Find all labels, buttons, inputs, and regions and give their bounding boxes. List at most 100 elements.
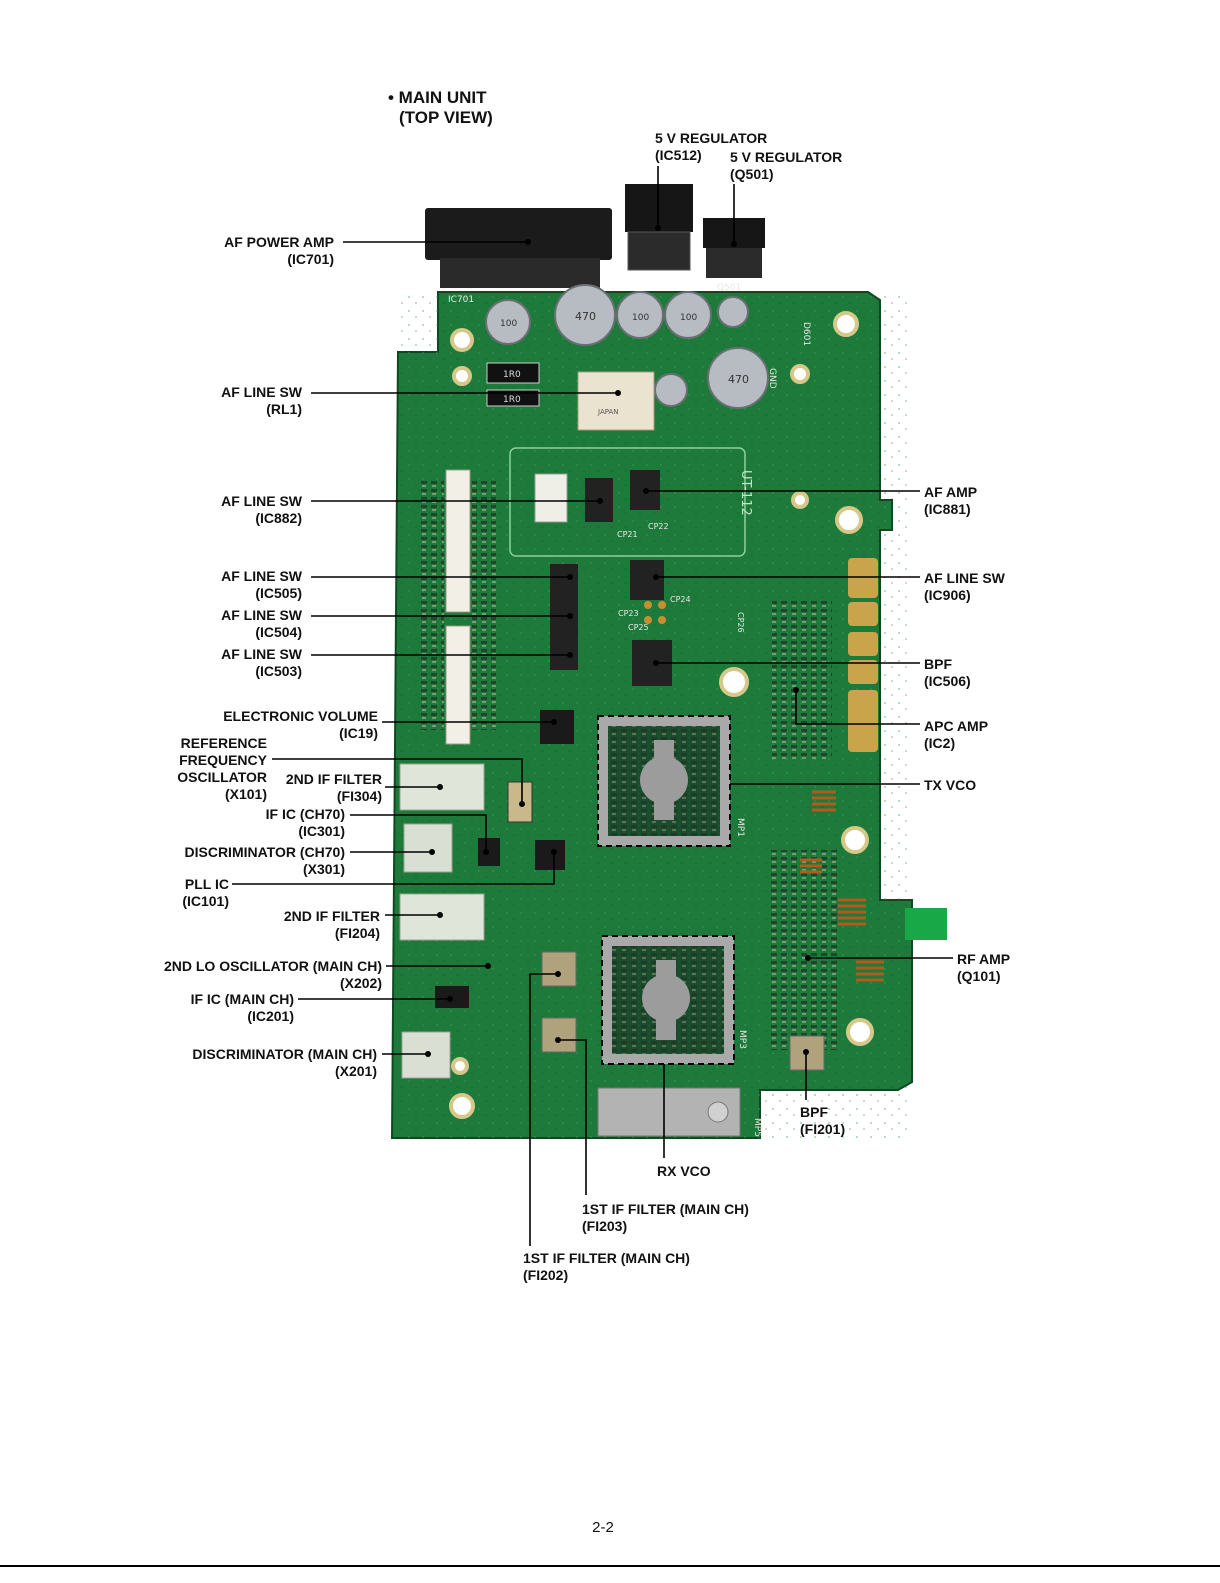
label-pll-ic-ic101: PLL IC (IC101) bbox=[182, 876, 229, 910]
page-number: 2-2 bbox=[592, 1519, 614, 1536]
label-bpf-fi201: BPF (FI201) bbox=[800, 1104, 845, 1138]
label-ref: (IC19) bbox=[339, 725, 378, 741]
label-2nd-if-filter-fi304: 2ND IF FILTER (FI304) bbox=[286, 771, 382, 805]
label-name: APC AMP bbox=[924, 718, 989, 734]
silkscreen-cp22: CP22 bbox=[648, 522, 669, 531]
silkscreen-q501: Q501 bbox=[717, 283, 741, 293]
leader-x101 bbox=[272, 758, 523, 804]
flex-connector-lower bbox=[445, 625, 471, 745]
label-2nd-if-filter-fi204: 2ND IF FILTER (FI204) bbox=[284, 908, 380, 942]
leader-ic301 bbox=[350, 814, 487, 852]
cap-marking: 100 bbox=[680, 313, 697, 323]
filter-fi202-part bbox=[541, 1017, 577, 1053]
label-name: AF LINE SW bbox=[221, 493, 302, 509]
label-name: OSCILLATOR bbox=[177, 769, 267, 785]
label-ref: (Q101) bbox=[957, 968, 1001, 984]
label-af-line-sw-ic505: AF LINE SW (IC505) bbox=[221, 568, 302, 602]
label-if-ic-main-ch-ic201: IF IC (MAIN CH) (IC201) bbox=[191, 991, 294, 1025]
label-name: AF LINE SW bbox=[924, 570, 1005, 586]
label-ref: (IC503) bbox=[255, 663, 302, 679]
label-name: AF POWER AMP bbox=[224, 234, 334, 250]
label-name: 2ND IF FILTER bbox=[283, 908, 380, 924]
leader-ic101 bbox=[232, 852, 555, 885]
bottom-rule bbox=[0, 1565, 1220, 1567]
regulator-ic512-part bbox=[625, 184, 693, 232]
label-name: 2ND LO OSCILLATOR (MAIN CH) bbox=[163, 958, 382, 974]
label-name: REFERENCE bbox=[180, 735, 267, 751]
cap-marking: 100 bbox=[500, 319, 517, 329]
cap-marking: 470 bbox=[728, 373, 749, 386]
resistor-marking: 1R0 bbox=[503, 395, 521, 405]
label-name: AF LINE SW bbox=[221, 384, 302, 400]
label-name: TX VCO bbox=[924, 777, 977, 793]
label-name: DISCRIMINATOR (CH70) bbox=[184, 844, 346, 860]
leader-ic2 bbox=[795, 690, 920, 725]
flex-connector-upper bbox=[445, 469, 471, 613]
silkscreen-ut112: UT-112 bbox=[738, 470, 753, 516]
label-ref: (FI304) bbox=[336, 788, 382, 804]
discriminator-x301-part bbox=[403, 823, 453, 873]
label-af-line-sw-rl1: AF LINE SW (RL1) bbox=[221, 384, 302, 418]
cap-marking: 470 bbox=[575, 310, 596, 323]
leader-lines bbox=[232, 166, 953, 1246]
silkscreen-mp3: MP3 bbox=[737, 1030, 747, 1049]
label-2nd-lo-oscillator-x202: 2ND LO OSCILLATOR (MAIN CH) (X202) bbox=[164, 958, 382, 992]
label-apc-amp-ic2: APC AMP (IC2) bbox=[924, 718, 988, 752]
label-name: 1ST IF FILTER (MAIN CH) bbox=[582, 1201, 749, 1217]
label-ref: (IC512) bbox=[655, 147, 702, 163]
label-af-line-sw-ic504: AF LINE SW (IC504) bbox=[221, 607, 302, 641]
title-line-2: (TOP VIEW) bbox=[399, 108, 493, 127]
label-5v-regulator-q501: 5 V REGULATOR (Q501) bbox=[730, 149, 842, 183]
label-ref: (IC505) bbox=[255, 585, 302, 601]
label-ref: (IC906) bbox=[924, 587, 971, 603]
label-ref: (IC301) bbox=[298, 823, 345, 839]
silkscreen-mp1: MP1 bbox=[735, 818, 745, 837]
silkscreen-d601: D601 bbox=[801, 322, 811, 346]
resistor-marking: 1R0 bbox=[503, 370, 521, 380]
label-ref: (FI204) bbox=[334, 925, 380, 941]
page-title: • MAIN UNIT (TOP VIEW) bbox=[388, 88, 493, 128]
silkscreen-cp25: CP25 bbox=[628, 623, 649, 632]
label-ref: (X301) bbox=[302, 861, 345, 877]
af-power-amp-ic701-part bbox=[425, 208, 612, 260]
label-ref: (IC881) bbox=[924, 501, 971, 517]
label-name: FREQUENCY bbox=[179, 752, 267, 768]
label-bpf-ic506: BPF (IC506) bbox=[924, 656, 971, 690]
label-rx-vco: RX VCO bbox=[657, 1163, 711, 1180]
label-name: 2ND IF FILTER bbox=[285, 771, 382, 787]
title-line-1: • MAIN UNIT bbox=[388, 88, 487, 107]
relay-marking: JAPAN bbox=[597, 408, 619, 416]
label-1st-if-filter-fi202: 1ST IF FILTER (MAIN CH) (FI202) bbox=[523, 1250, 690, 1284]
label-electronic-volume-ic19: ELECTRONIC VOLUME (IC19) bbox=[223, 708, 378, 742]
label-name: ELECTRONIC VOLUME bbox=[223, 708, 378, 724]
label-ref: (IC701) bbox=[287, 251, 334, 267]
label-name: AF LINE SW bbox=[221, 646, 302, 662]
label-ref: (X101) bbox=[224, 786, 267, 802]
leader-dots bbox=[425, 225, 811, 1057]
label-ref: (FI203) bbox=[582, 1218, 628, 1234]
label-reference-frequency-oscillator-x101: REFERENCE FREQUENCY OSCILLATOR (X101) bbox=[177, 735, 267, 803]
silkscreen-mp5: MP5 bbox=[752, 1118, 762, 1137]
label-5v-regulator-ic512: 5 V REGULATOR (IC512) bbox=[655, 130, 767, 164]
label-ref: (IC882) bbox=[255, 510, 302, 526]
label-discriminator-ch70-x301: DISCRIMINATOR (CH70) (X301) bbox=[185, 844, 346, 878]
label-name: 5 V REGULATOR bbox=[655, 130, 768, 146]
ut112-outline bbox=[509, 447, 746, 557]
cap-marking: 100 bbox=[632, 313, 649, 323]
label-ref: (X202) bbox=[339, 975, 382, 991]
silkscreen-cp26: CP26 bbox=[736, 612, 745, 633]
mounting-holes bbox=[449, 311, 874, 1119]
label-name: PLL IC bbox=[184, 876, 229, 892]
discriminator-x201-part bbox=[401, 1031, 451, 1079]
label-af-amp-ic881: AF AMP (IC881) bbox=[924, 484, 977, 518]
silkscreen-ic701: IC701 bbox=[448, 295, 474, 305]
label-ref: (Q501) bbox=[730, 166, 774, 182]
label-name: RX VCO bbox=[657, 1163, 711, 1179]
silkscreen-gnd: GND bbox=[767, 368, 777, 389]
edge-pads bbox=[848, 558, 878, 752]
label-name: IF IC (CH70) bbox=[265, 806, 345, 822]
label-if-ic-ch70-ic301: IF IC (CH70) (IC301) bbox=[266, 806, 345, 840]
silkscreen-cp23: CP23 bbox=[618, 609, 639, 618]
label-ref: (IC101) bbox=[182, 893, 229, 909]
